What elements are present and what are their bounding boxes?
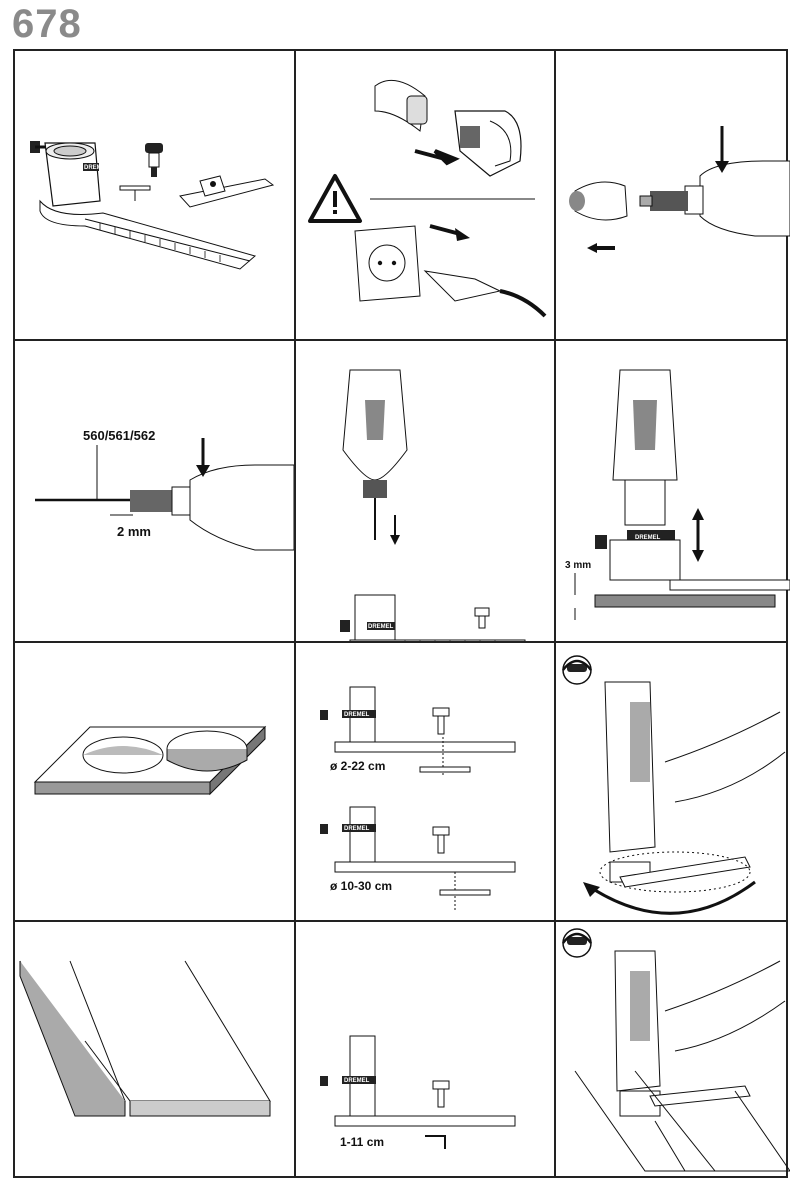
panel-straight-settings: DREMEL 1-11 cm xyxy=(295,921,554,1178)
brand-label: DREMEL xyxy=(368,624,394,630)
setup-small-circle: DREMEL ø 2-22 cm xyxy=(320,686,516,777)
panel-circle-settings: DREMEL ø 2-22 cm DREMEL ø 10-30 cm xyxy=(295,642,554,920)
warning-icon xyxy=(308,174,362,223)
range-short-label: 1-11 cm xyxy=(340,1135,384,1149)
safety-goggles-ear-protection-icon xyxy=(562,928,592,958)
safety-goggles-ear-protection-icon xyxy=(562,655,592,685)
brand-label: DREMEL xyxy=(84,165,110,171)
depth-label: 3 mm xyxy=(565,560,591,571)
brand-label: DREMEL xyxy=(344,1078,370,1084)
model-number: 678 xyxy=(12,2,82,46)
rotation-arrow-icon xyxy=(589,880,756,915)
panel-cutting-straight xyxy=(555,921,790,1178)
panel-circle-result xyxy=(15,642,294,920)
bit-length: 2 mm xyxy=(117,524,151,539)
diam-small-label: ø 2-22 cm xyxy=(330,759,385,773)
panel-mount-tool: DREMEL xyxy=(295,340,554,641)
setup-large-circle: DREMEL ø 10-30 cm xyxy=(320,806,516,910)
brand-label: DREMEL xyxy=(635,535,661,541)
panel-kit-contents: DREMEL xyxy=(15,51,294,339)
panel-disconnect-power xyxy=(295,51,554,339)
panel-straight-result xyxy=(15,921,294,1178)
panel-insert-bit: 560/561/562 2 mm xyxy=(15,340,294,641)
brand-label: DREMEL xyxy=(344,826,370,832)
brand-label: DREMEL xyxy=(344,712,370,718)
panel-set-depth: DREMEL 3 mm xyxy=(555,340,790,641)
bit-numbers: 560/561/562 xyxy=(83,428,155,443)
panel-remove-nosecap xyxy=(555,51,790,339)
illustration-grid: DREMEL xyxy=(13,49,790,1178)
right-arrow-icon xyxy=(414,149,460,166)
panel-cutting-circle xyxy=(555,642,790,920)
diam-large-label: ø 10-30 cm xyxy=(330,879,392,893)
